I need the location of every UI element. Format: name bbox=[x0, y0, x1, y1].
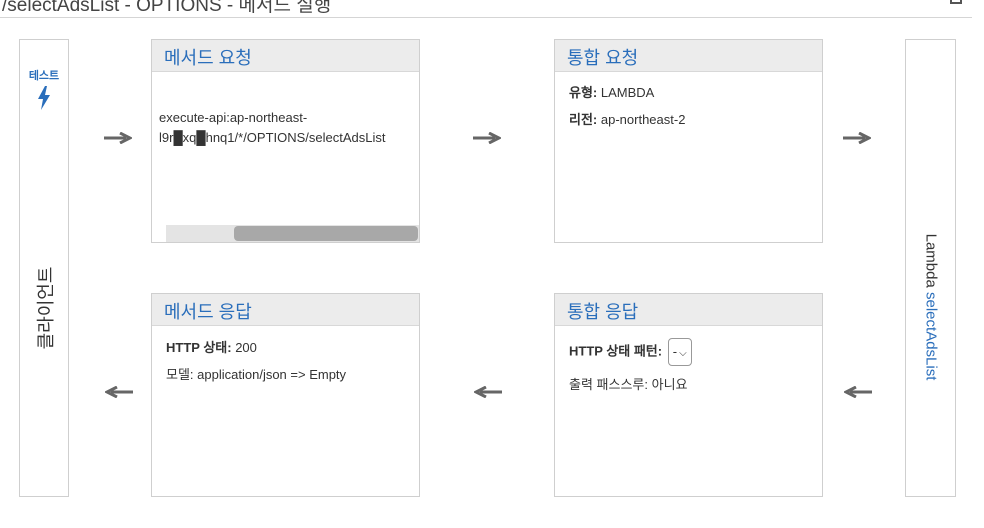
lambda-label: Lambda selectAdsList bbox=[923, 234, 940, 381]
lambda-prefix: Lambda bbox=[922, 233, 940, 288]
page-header: /selectAdsList - OPTIONS - 메서드 실행 bbox=[0, 0, 972, 18]
chevron-down-icon: ⌵ bbox=[679, 348, 687, 359]
integration-type-value: LAMBDA bbox=[600, 85, 655, 100]
page-title: /selectAdsList - OPTIONS - 메서드 실행 bbox=[2, 0, 332, 16]
integration-request-title[interactable]: 통합 요청 bbox=[555, 40, 822, 72]
status-pattern-label: HTTP 상태 패턴: bbox=[569, 343, 663, 359]
status-pattern-select[interactable]: -⌵ bbox=[667, 338, 692, 366]
lambda-function-link[interactable]: selectAdsList bbox=[922, 292, 940, 381]
client-label: 클라이언트 bbox=[36, 266, 56, 350]
method-response-title[interactable]: 메서드 응답 bbox=[152, 294, 419, 326]
passthrough-row: 출력 패스스루: 아니요 bbox=[569, 374, 808, 393]
arn-line-2: l9r█xq█hnq1/*/OPTIONS/selectAdsList bbox=[159, 130, 386, 145]
model-row: 모델: application/json => Empty bbox=[166, 364, 405, 383]
method-response-body: HTTP 상태: 200 모델: application/json => Emp… bbox=[152, 326, 419, 401]
arrow-right-icon bbox=[104, 132, 132, 144]
arrow-left-icon bbox=[844, 386, 872, 398]
integration-response-title[interactable]: 통합 응답 bbox=[555, 294, 822, 326]
passthrough-label: 출력 패스스루: bbox=[569, 377, 648, 392]
client-panel: 테스트 클라이언트 bbox=[19, 39, 69, 497]
integration-request-body: 유형: LAMBDA 리전: ap-northeast-2 bbox=[555, 72, 822, 146]
http-status-value: 200 bbox=[235, 340, 257, 355]
integration-request-box[interactable]: 통합 요청 유형: LAMBDA 리전: ap-northeast-2 bbox=[554, 39, 823, 243]
integration-region-label: 리전: bbox=[569, 112, 598, 127]
status-pattern-value: - bbox=[672, 344, 678, 359]
integration-type-row: 유형: LAMBDA bbox=[569, 82, 808, 101]
integration-region-row: 리전: ap-northeast-2 bbox=[569, 109, 808, 128]
arrow-left-icon bbox=[474, 386, 502, 398]
arrow-right-icon bbox=[843, 132, 871, 144]
http-status-row: HTTP 상태: 200 bbox=[166, 337, 405, 356]
integration-type-label: 유형: bbox=[569, 85, 598, 100]
integration-response-body: HTTP 상태 패턴: -⌵ 출력 패스스루: 아니요 bbox=[555, 326, 822, 411]
horizontal-scrollbar[interactable] bbox=[166, 225, 419, 242]
http-status-label: HTTP 상태: bbox=[166, 340, 232, 355]
method-request-title[interactable]: 메서드 요청 bbox=[152, 40, 419, 72]
arrow-left-icon bbox=[105, 386, 133, 398]
passthrough-value: 아니요 bbox=[651, 377, 688, 392]
expand-icon[interactable] bbox=[950, 0, 962, 4]
arn-line-1: execute-api:ap-northeast- bbox=[159, 110, 308, 125]
model-label: 모델: bbox=[166, 367, 194, 382]
arrow-right-icon bbox=[473, 132, 501, 144]
method-response-box[interactable]: 메서드 응답 HTTP 상태: 200 모델: application/json… bbox=[151, 293, 420, 497]
test-label[interactable]: 테스트 bbox=[28, 70, 60, 82]
status-pattern-row: HTTP 상태 패턴: -⌵ bbox=[569, 338, 808, 366]
test-button[interactable]: 테스트 bbox=[20, 67, 68, 110]
lambda-panel: Lambda selectAdsList bbox=[905, 39, 956, 497]
integration-region-value: ap-northeast-2 bbox=[600, 112, 686, 127]
lightning-bolt-icon[interactable] bbox=[37, 86, 51, 110]
method-request-arn: execute-api:ap-northeast- l9r█xq█hnq1/*/… bbox=[159, 108, 386, 148]
integration-response-box[interactable]: 통합 응답 HTTP 상태 패턴: -⌵ 출력 패스스루: 아니요 bbox=[554, 293, 823, 497]
scrollbar-thumb[interactable] bbox=[234, 226, 418, 241]
method-request-box[interactable]: 메서드 요청 execute-api:ap-northeast- l9r█xq█… bbox=[151, 39, 420, 243]
model-value: application/json => Empty bbox=[197, 367, 347, 382]
